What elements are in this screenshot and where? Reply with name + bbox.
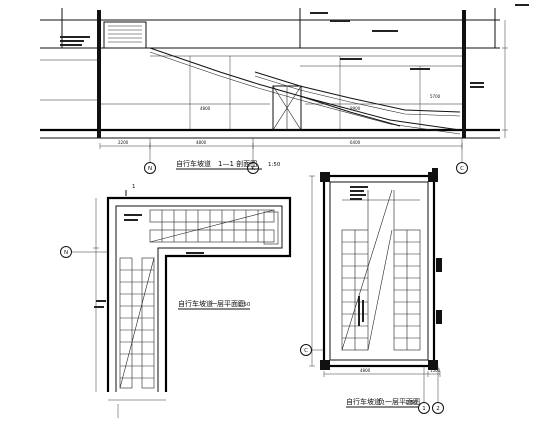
svg-text:N: N: [148, 166, 152, 172]
svg-text:1: 1: [422, 406, 426, 412]
svg-text:2: 2: [436, 406, 440, 412]
first-floor-plan: N 1 自行车坡道 一层平面图 1:50: [60, 184, 292, 401]
plan-first-title: 自行车坡道: [178, 299, 213, 308]
svg-text:N: N: [64, 250, 68, 256]
section-scale: 1:50: [268, 162, 281, 168]
plan-basement-scale: 1:50: [405, 400, 418, 406]
basement-dim-1: 4800: [360, 368, 371, 373]
axis-bubble-2-basement: 2: [432, 402, 444, 414]
plan-basement-title: 自行车坡道: [346, 397, 381, 406]
plan-basement-subtitle: 负一层平面图: [378, 397, 420, 406]
section-dim-b: 8900: [350, 106, 361, 111]
section-dim-3: 6400: [350, 140, 361, 145]
section-dim-c: 5700: [430, 94, 441, 99]
section-view: 2200 4800 6400 4800 8900 5700 N K C 自行车坡…: [40, 4, 529, 174]
basement-plan: 4800 1500 C 1 2 自行车坡道 负一层平面图 1:50: [300, 168, 444, 414]
section-subtitle: 1—1 剖面图: [218, 159, 257, 168]
axis-bubble-c: C: [456, 162, 468, 174]
axis-bubble-c-basement-left: C: [300, 344, 312, 356]
axis-bubble-1-basement: 1: [418, 402, 430, 414]
plan-first-subtitle: 一层平面图: [210, 300, 245, 308]
section-title: 自行车坡道: [176, 159, 211, 168]
section-marker: 1: [132, 184, 136, 190]
section-dim-2: 4800: [196, 140, 207, 145]
axis-bubble-n-plan: N: [60, 246, 72, 258]
section-dim-a: 4800: [200, 106, 211, 111]
svg-text:C: C: [304, 348, 308, 354]
axis-bubble-n: N: [144, 162, 156, 174]
basement-dim-2: 1500: [430, 368, 441, 373]
section-dim-1: 2200: [118, 140, 129, 145]
svg-text:C: C: [460, 166, 464, 172]
plan-first-scale: 1:50: [238, 302, 251, 308]
